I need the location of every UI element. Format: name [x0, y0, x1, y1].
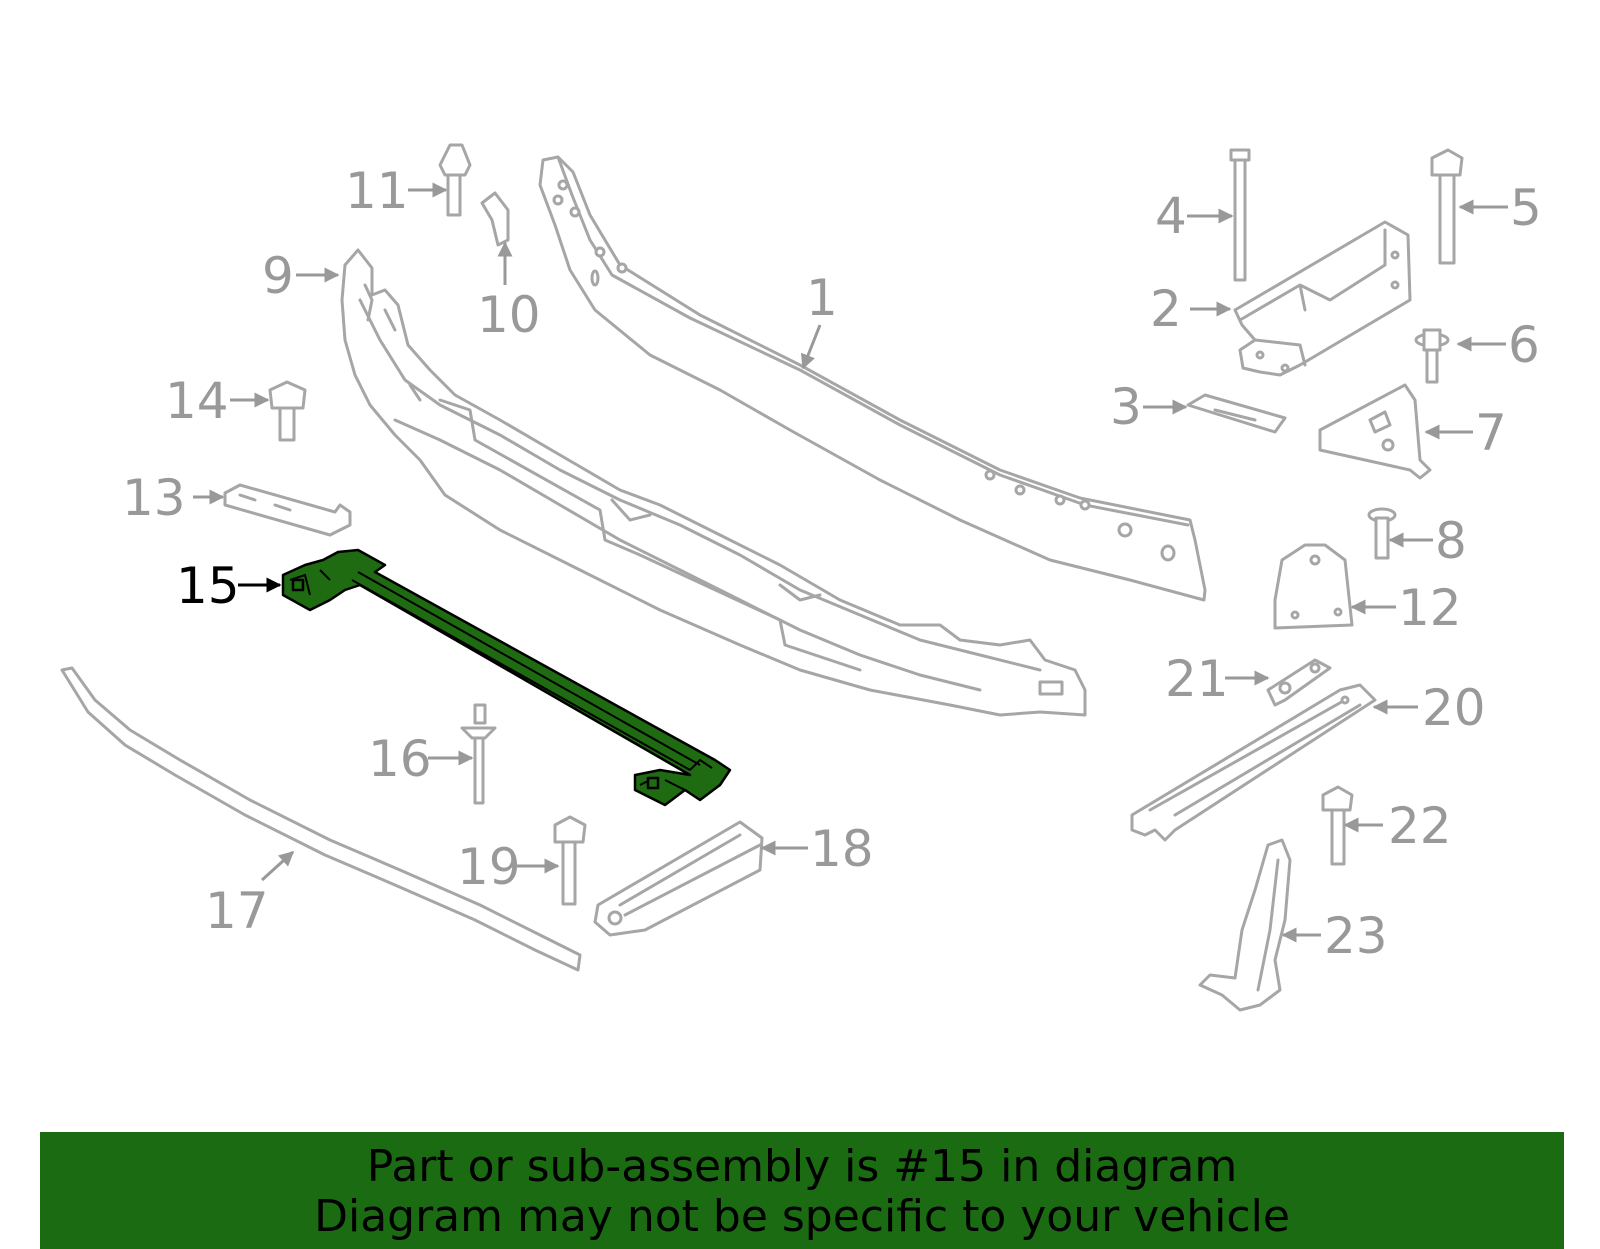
- part-5-bolt[interactable]: [1430, 148, 1464, 265]
- callout-19[interactable]: 19: [457, 838, 521, 896]
- callout-20[interactable]: 20: [1422, 679, 1486, 737]
- part-21-clip[interactable]: [1266, 658, 1332, 707]
- callout-4[interactable]: 4: [1155, 187, 1187, 245]
- callout-23[interactable]: 23: [1324, 907, 1388, 965]
- info-banner: Part or sub-assembly is #15 in diagram D…: [40, 1132, 1564, 1249]
- part-14-bolt[interactable]: [268, 380, 307, 442]
- banner-line-2: Diagram may not be specific to your vehi…: [314, 1191, 1290, 1242]
- part-13-bracket[interactable]: [223, 483, 352, 537]
- part-12-bracket[interactable]: [1273, 543, 1354, 630]
- part-15-highlighted[interactable]: [281, 548, 732, 807]
- callout-10[interactable]: 10: [477, 286, 541, 344]
- part-6-bolt[interactable]: [1414, 328, 1450, 384]
- part-2-bracket[interactable]: [1233, 220, 1412, 377]
- callout-17[interactable]: 17: [205, 882, 269, 940]
- part-7-bracket[interactable]: [1318, 383, 1432, 480]
- callout-13[interactable]: 13: [122, 469, 186, 527]
- part-3-pad[interactable]: [1186, 393, 1287, 434]
- part-19-bolt[interactable]: [553, 815, 587, 906]
- part-4-bolt[interactable]: [1229, 148, 1251, 282]
- part-1-bumper-reinforcement[interactable]: [538, 155, 1207, 602]
- part-20-rail[interactable]: [1130, 683, 1377, 842]
- callout-18[interactable]: 18: [810, 820, 874, 878]
- callout-16[interactable]: 16: [368, 730, 432, 788]
- callout-7[interactable]: 7: [1475, 404, 1507, 462]
- part-11-clip[interactable]: [438, 143, 472, 217]
- banner-line-1: Part or sub-assembly is #15 in diagram: [366, 1141, 1238, 1192]
- callout-14[interactable]: 14: [165, 372, 229, 430]
- part-8-bolt[interactable]: [1367, 507, 1397, 560]
- part-16-pin[interactable]: [460, 703, 497, 805]
- callout-11[interactable]: 11: [345, 162, 409, 220]
- part-18-bracket[interactable]: [593, 820, 764, 937]
- callout-15-highlighted[interactable]: 15: [176, 557, 240, 615]
- part-17-lower-strip[interactable]: [60, 666, 582, 972]
- callout-3[interactable]: 3: [1110, 378, 1142, 436]
- part-22-bolt[interactable]: [1321, 785, 1354, 866]
- part-9-energy-absorber[interactable]: [340, 248, 1087, 717]
- callout-arrows: [193, 182, 1508, 943]
- part-23-support[interactable]: [1198, 838, 1292, 1012]
- callout-1[interactable]: 1: [806, 269, 838, 327]
- callout-8[interactable]: 8: [1435, 512, 1467, 570]
- callout-5[interactable]: 5: [1510, 179, 1542, 237]
- part-10-bracket[interactable]: [480, 191, 510, 247]
- callout-labels: 1 2 3 4 5 6 7 8 9 10 11 12 13 14 15 16 1…: [122, 162, 1542, 965]
- callout-6[interactable]: 6: [1508, 316, 1540, 374]
- callout-21[interactable]: 21: [1165, 650, 1229, 708]
- callout-12[interactable]: 12: [1398, 579, 1462, 637]
- callout-22[interactable]: 22: [1388, 797, 1452, 855]
- callout-2[interactable]: 2: [1150, 280, 1182, 338]
- callout-9[interactable]: 9: [262, 247, 294, 305]
